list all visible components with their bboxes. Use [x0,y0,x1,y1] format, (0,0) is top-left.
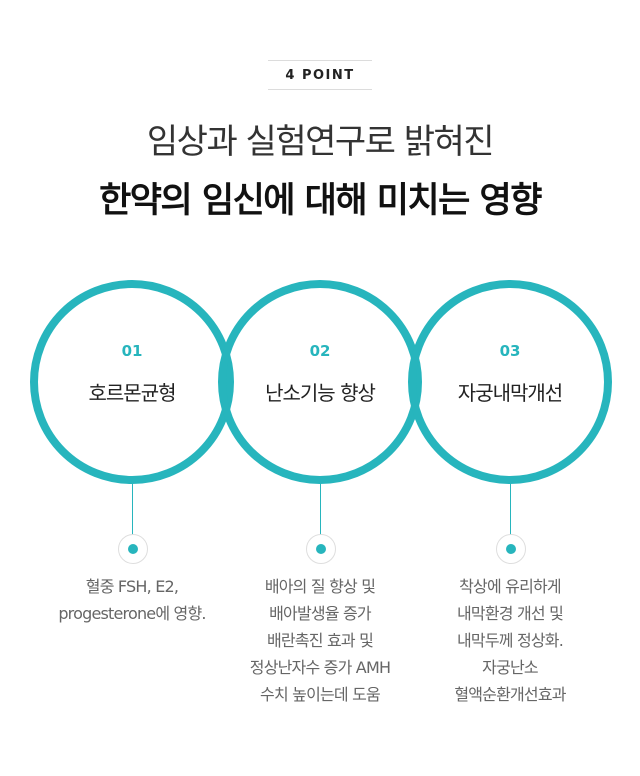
desc-line: 혈액순환개선효과 [454,685,566,704]
desc-line: 배란촉진 효과 및 [266,631,374,650]
desc-line: 배아의 질 향상 및 [264,577,376,596]
desc-line: 착상에 유리하게 [459,577,562,596]
point-1-connector [132,484,133,536]
point-2-connector [320,484,321,536]
desc-line: 정상난자수 증가 AMH [249,658,391,677]
point-2-label: 난소기능 향상 [265,381,376,405]
desc-line: 수치 높이는데 도움 [260,685,381,704]
point-3-description: 착상에 유리하게 내막환경 개선 및 내막두께 정상화. 자궁난소 혈액순환개선… [410,573,610,708]
point-1-number: 01 [121,342,143,360]
desc-line: progesterone에 영향. [58,604,206,623]
point-3-label: 자궁내막개선 [457,381,563,405]
point-2-number: 02 [309,342,331,360]
page-title: 한약의 임신에 대해 미치는 영향 [99,181,542,221]
page-subtitle: 임상과 실험연구로 밝혀진 [146,122,495,162]
desc-line: 내막두께 정상화. [456,631,564,650]
point-1-label: 호르몬균형 [88,381,177,405]
point-3-number: 03 [499,342,521,360]
desc-line: 자궁난소 [482,658,538,677]
point-3-dot-icon [496,534,526,564]
desc-line: 배아발생율 증가 [269,604,372,623]
point-1-description: 혈중 FSH, E2, progesterone에 영향. [32,573,232,627]
point-2-dot-icon [306,534,336,564]
point-3-connector [510,484,511,536]
point-1-dot-icon [118,534,148,564]
point-3-circle [408,280,612,484]
point-badge: 4 POINT [268,60,372,90]
desc-line: 혈중 FSH, E2, [85,577,179,596]
desc-line: 내막환경 개선 및 [456,604,564,623]
point-2-description: 배아의 질 향상 및 배아발생율 증가 배란촉진 효과 및 정상난자수 증가 A… [220,573,420,708]
